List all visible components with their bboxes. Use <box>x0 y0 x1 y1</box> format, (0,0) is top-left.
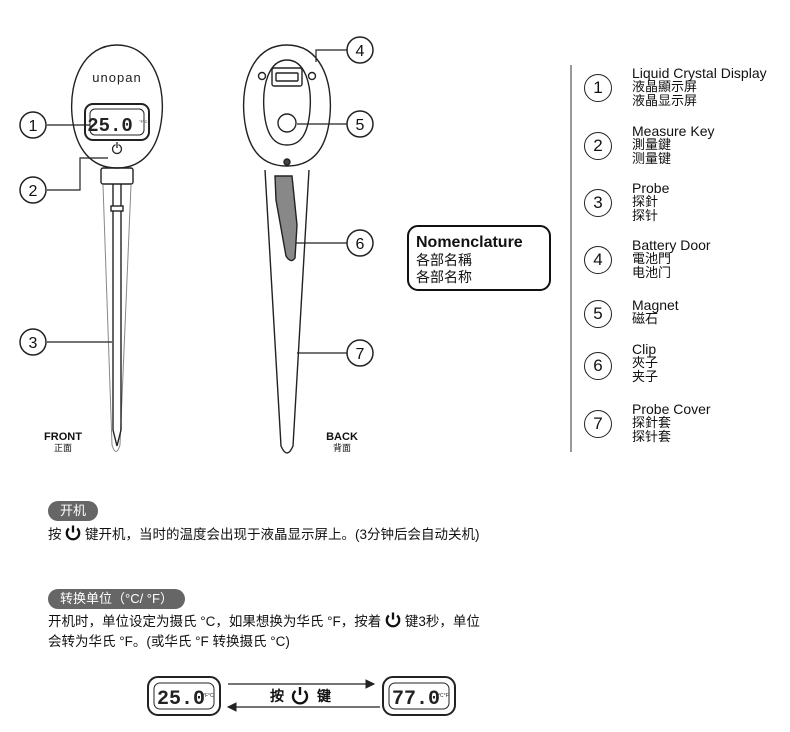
callout-2 <box>19 176 47 204</box>
legend-number: 3 <box>584 189 612 217</box>
callout-7 <box>346 339 374 367</box>
legend-text: Magnet 磁石 <box>632 298 679 326</box>
legend-zh-simplified: 夹子 <box>632 369 659 384</box>
front-caption-en: FRONT <box>44 431 82 443</box>
legend-number: 1 <box>584 74 612 102</box>
back-caption-zh: 背面 <box>333 442 351 454</box>
power-icon <box>291 687 309 705</box>
legend-en: Liquid Crystal Display <box>632 65 767 81</box>
text-after-icon: 键开机，当时的温度会出现于液晶显示屏上。(3分钟后会自动关机) <box>85 527 480 542</box>
section-power-on-title: 开机 <box>48 501 99 521</box>
callout-6-label: 6 <box>356 236 365 253</box>
legend-number: 5 <box>584 300 612 328</box>
front-display-reading: 25.0 <box>87 115 133 137</box>
legend-zh-traditional: 測量鍵 <box>632 137 672 152</box>
front-thermometer <box>70 44 164 452</box>
legend-zh-traditional: 探針 <box>632 194 659 209</box>
legend-zh-simplified: 探针 <box>632 208 659 223</box>
legend-number: 6 <box>584 352 612 380</box>
legend-en: Clip <box>632 341 657 357</box>
legend-zh-simplified: 探针套 <box>632 429 672 444</box>
legend-text: Probe 探針 探针 <box>632 181 669 223</box>
legend-zh-simplified: 电池门 <box>632 265 672 280</box>
conversion-left-units: °F°C <box>203 693 214 699</box>
legend-en: Battery Door <box>632 237 711 253</box>
legend-en: Magnet <box>632 297 679 313</box>
legend-text: Battery Door 電池門 电池门 <box>632 238 711 280</box>
nomenclature-title: Nomenclature <box>416 234 523 251</box>
callout-3-label: 3 <box>29 335 38 352</box>
conversion-diagram <box>147 676 456 716</box>
front-display-units: °F°C <box>139 119 148 124</box>
callout-1-label: 1 <box>29 118 38 135</box>
magnet <box>277 113 297 133</box>
callout-3 <box>19 328 47 356</box>
legend-text: Probe Cover 探針套 探针套 <box>632 402 711 444</box>
conversion-right-lcd <box>382 676 456 716</box>
conversion-right-reading: 77.0 <box>392 688 440 711</box>
leader-lines <box>47 49 347 354</box>
front-brand: unopan <box>92 70 141 85</box>
front-collar <box>100 167 134 185</box>
conversion-right-units: °C°F <box>438 693 449 699</box>
power-icon <box>385 612 401 628</box>
nomenclature-line1: 各部名稱 <box>416 253 472 269</box>
back-head <box>242 44 332 167</box>
conversion-press-after: 键 <box>316 688 332 705</box>
conversion-press-before: 按 <box>270 688 284 705</box>
front-caption-zh: 正面 <box>54 443 72 454</box>
conversion-left-reading: 25.0 <box>157 688 205 711</box>
legend-en: Measure Key <box>632 123 715 139</box>
probe-cover <box>264 169 310 454</box>
battery-door <box>271 67 303 87</box>
callout-circles <box>19 36 374 367</box>
nomenclature-line2: 各部名称 <box>416 270 472 286</box>
section-unit-switch-line2: 会转为华氏 °F。(或华氏 °F 转换摄氏 °C) <box>48 634 290 649</box>
section-unit-switch-title: 转换单位（°C/ °F） <box>48 589 185 609</box>
text-before-icon: 开机时，单位设定为摄氏 °C，如果想换为华氏 °F，按着 <box>48 614 382 629</box>
callout-1 <box>19 111 47 139</box>
callout-2-label: 2 <box>29 183 38 200</box>
legend-en: Probe <box>632 180 670 196</box>
legend-text: Measure Key 測量鍵 测量键 <box>632 124 714 166</box>
callout-5 <box>346 110 374 138</box>
legend-zh-traditional: 磁石 <box>632 311 659 326</box>
legend-zh-simplified: 测量键 <box>632 151 672 166</box>
legend-zh-traditional: 液晶顯示屏 <box>632 79 698 94</box>
section-unit-switch-line1: 开机时，单位设定为摄氏 °C，如果想换为华氏 °F，按着 键3秒，单位 <box>48 612 480 632</box>
callout-5-label: 5 <box>356 117 365 134</box>
callout-4 <box>346 36 374 64</box>
legend-zh-traditional: 夾子 <box>632 355 659 370</box>
legend-number: 2 <box>584 132 612 160</box>
section-power-on-text: 按 键开机，当时的温度会出现于液晶显示屏上。(3分钟后会自动关机) <box>48 525 480 545</box>
front-lcd <box>84 103 150 141</box>
callout-7-label: 7 <box>356 346 365 363</box>
legend-number: 4 <box>584 246 612 274</box>
legend-zh-traditional: 探針套 <box>632 415 672 430</box>
back-caption-en: BACK <box>326 431 358 443</box>
power-icon <box>65 525 81 541</box>
back-thermometer <box>242 44 332 454</box>
legend-zh-traditional: 電池門 <box>632 251 672 266</box>
nomenclature-box <box>407 225 551 291</box>
legend-zh-simplified: 液晶显示屏 <box>632 93 698 108</box>
text-after-icon: 键3秒，单位 <box>404 614 480 629</box>
callout-4-label: 4 <box>356 43 365 60</box>
text-before-icon: 按 <box>48 527 62 542</box>
legend-text: Liquid Crystal Display 液晶顯示屏 液晶显示屏 <box>632 66 767 108</box>
callout-6 <box>346 229 374 257</box>
clip <box>274 175 298 262</box>
legend-number: 7 <box>584 410 612 438</box>
conversion-left-lcd <box>147 676 221 716</box>
legend-en: Probe Cover <box>632 401 711 417</box>
legend-text: Clip 夾子 夹子 <box>632 342 658 384</box>
front-head <box>70 44 164 169</box>
